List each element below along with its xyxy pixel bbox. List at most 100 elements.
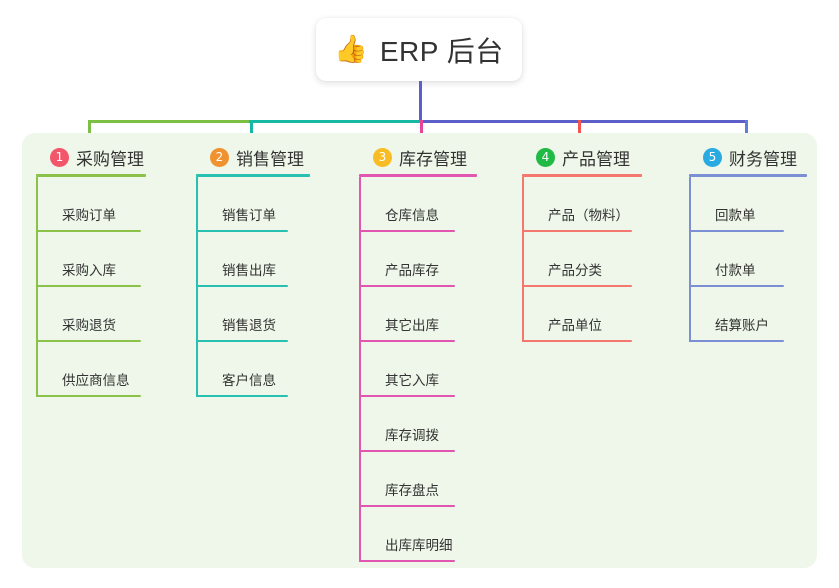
branch-spine-4 bbox=[522, 177, 524, 342]
branch-header-2[interactable]: 2 销售管理 bbox=[196, 144, 310, 170]
leaf-label: 出库库明细 bbox=[385, 538, 453, 553]
branch-badge-1: 1 bbox=[50, 147, 69, 167]
leaf-label: 采购订单 bbox=[62, 208, 116, 223]
leaf-underline bbox=[196, 340, 288, 342]
leaf-label: 产品库存 bbox=[385, 263, 439, 278]
leaf-node[interactable]: 其它入库 bbox=[359, 342, 477, 397]
leaf-label: 客户信息 bbox=[222, 373, 276, 388]
leaf-underline bbox=[359, 340, 455, 342]
branch-badge-5: 5 bbox=[703, 147, 722, 167]
leaf-underline bbox=[689, 285, 784, 287]
leaf-label: 销售出库 bbox=[222, 263, 276, 278]
thumbs-up-icon: 👍 bbox=[334, 34, 368, 64]
branch-header-3[interactable]: 3 库存管理 bbox=[359, 144, 477, 170]
leaf-node[interactable]: 销售订单 bbox=[196, 177, 310, 232]
leaf-node[interactable]: 客户信息 bbox=[196, 342, 310, 397]
branch-spine-1 bbox=[36, 177, 38, 397]
branch-drop-1 bbox=[88, 120, 91, 142]
leaf-underline bbox=[196, 395, 288, 397]
leaf-node[interactable]: 采购入库 bbox=[36, 232, 146, 287]
leaf-node[interactable]: 库存调拨 bbox=[359, 397, 477, 452]
branch-items-5: 回款单付款单结算账户 bbox=[689, 177, 807, 342]
leaf-node[interactable]: 产品单位 bbox=[522, 287, 642, 342]
branch-items-3: 仓库信息产品库存其它出库其它入库库存调拨库存盘点出库库明细 bbox=[359, 177, 477, 562]
branch-panel bbox=[22, 133, 817, 568]
leaf-label: 回款单 bbox=[715, 208, 756, 223]
branch-underline-5 bbox=[689, 174, 807, 177]
branch-badge-2: 2 bbox=[210, 147, 229, 167]
branch-badge-4: 4 bbox=[536, 147, 555, 167]
root-node-title: ERP 后台 bbox=[379, 35, 504, 67]
leaf-node[interactable]: 销售出库 bbox=[196, 232, 310, 287]
branch-underline-1 bbox=[36, 174, 146, 177]
branch-title-3: 库存管理 bbox=[399, 149, 467, 169]
leaf-node[interactable]: 出库库明细 bbox=[359, 507, 477, 562]
branch-title-5: 财务管理 bbox=[729, 149, 797, 169]
leaf-node[interactable]: 其它出库 bbox=[359, 287, 477, 342]
branch-column-1: 1 采购管理采购订单采购入库采购退货供应商信息 bbox=[36, 144, 146, 397]
leaf-underline bbox=[36, 395, 141, 397]
branch-drop-4 bbox=[578, 120, 581, 142]
leaf-label: 供应商信息 bbox=[62, 373, 130, 388]
branch-items-4: 产品（物料） 产品分类产品单位 bbox=[522, 177, 642, 342]
branch-underline-3 bbox=[359, 174, 477, 177]
leaf-underline bbox=[359, 560, 455, 562]
root-stem bbox=[419, 81, 422, 123]
branch-column-3: 3 库存管理仓库信息产品库存其它出库其它入库库存调拨库存盘点出库库明细 bbox=[359, 144, 477, 562]
leaf-label: 产品单位 bbox=[548, 318, 602, 333]
leaf-node[interactable]: 销售退货 bbox=[196, 287, 310, 342]
leaf-label: 销售订单 bbox=[222, 208, 276, 223]
leaf-node[interactable]: 产品分类 bbox=[522, 232, 642, 287]
branch-column-4: 4 产品管理产品（物料） 产品分类产品单位 bbox=[522, 144, 642, 342]
leaf-label: 库存调拨 bbox=[385, 428, 439, 443]
leaf-node[interactable]: 仓库信息 bbox=[359, 177, 477, 232]
branch-header-5[interactable]: 5 财务管理 bbox=[689, 144, 807, 170]
leaf-underline bbox=[522, 340, 632, 342]
leaf-node[interactable]: 结算账户 bbox=[689, 287, 807, 342]
leaf-node[interactable]: 采购退货 bbox=[36, 287, 146, 342]
leaf-node[interactable]: 产品库存 bbox=[359, 232, 477, 287]
leaf-underline bbox=[689, 230, 784, 232]
leaf-node[interactable]: 库存盘点 bbox=[359, 452, 477, 507]
leaf-underline bbox=[196, 285, 288, 287]
leaf-label: 付款单 bbox=[715, 263, 756, 278]
leaf-underline bbox=[689, 340, 784, 342]
leaf-underline bbox=[359, 285, 455, 287]
leaf-underline bbox=[522, 230, 632, 232]
leaf-label: 其它入库 bbox=[385, 373, 439, 388]
root-node[interactable]: 👍 ERP 后台 bbox=[316, 18, 522, 81]
leaf-underline bbox=[359, 505, 455, 507]
leaf-label: 结算账户 bbox=[715, 318, 769, 333]
branch-title-4: 产品管理 bbox=[562, 149, 630, 169]
leaf-underline bbox=[359, 230, 455, 232]
branch-title-2: 销售管理 bbox=[236, 149, 304, 169]
branch-spine-2 bbox=[196, 177, 198, 397]
leaf-node[interactable]: 产品（物料） bbox=[522, 177, 642, 232]
leaf-label: 采购入库 bbox=[62, 263, 116, 278]
leaf-label: 库存盘点 bbox=[385, 483, 439, 498]
branch-items-1: 采购订单采购入库采购退货供应商信息 bbox=[36, 177, 146, 397]
leaf-underline bbox=[359, 450, 455, 452]
branch-spine-3 bbox=[359, 177, 361, 562]
leaf-underline bbox=[36, 230, 141, 232]
branch-badge-3: 3 bbox=[373, 147, 392, 167]
branch-header-4[interactable]: 4 产品管理 bbox=[522, 144, 642, 170]
branch-items-2: 销售订单销售出库销售退货客户信息 bbox=[196, 177, 310, 397]
leaf-label: 仓库信息 bbox=[385, 208, 439, 223]
bus-segment-right bbox=[420, 120, 747, 123]
leaf-label: 其它出库 bbox=[385, 318, 439, 333]
branch-drop-2 bbox=[250, 120, 253, 142]
bus-segment-sales bbox=[249, 120, 421, 123]
leaf-node[interactable]: 供应商信息 bbox=[36, 342, 146, 397]
branch-header-1[interactable]: 1 采购管理 bbox=[36, 144, 146, 170]
branch-spine-5 bbox=[689, 177, 691, 342]
leaf-label: 采购退货 bbox=[62, 318, 116, 333]
branch-title-1: 采购管理 bbox=[76, 149, 144, 169]
leaf-label: 产品（物料） bbox=[548, 208, 629, 223]
leaf-node[interactable]: 付款单 bbox=[689, 232, 807, 287]
bus-segment-purchasing bbox=[88, 120, 250, 123]
branch-column-5: 5 财务管理回款单付款单结算账户 bbox=[689, 144, 807, 342]
leaf-node[interactable]: 采购订单 bbox=[36, 177, 146, 232]
leaf-node[interactable]: 回款单 bbox=[689, 177, 807, 232]
